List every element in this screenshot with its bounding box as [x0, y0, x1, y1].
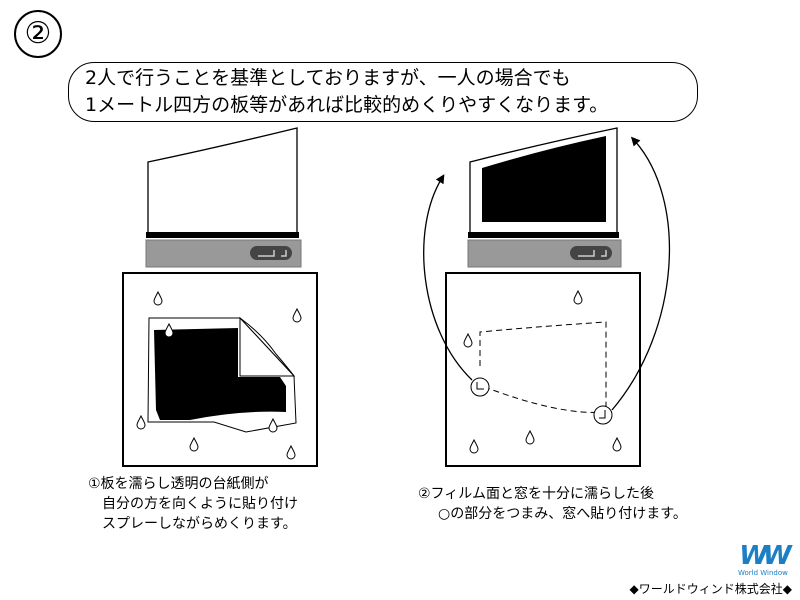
company-footer: ◆ワールドウィンド株式会社◆ — [629, 582, 792, 596]
right-grip-point-left-icon — [470, 377, 490, 397]
arrow-left-to-window — [423, 174, 473, 381]
film-black-area — [154, 328, 286, 420]
caption-left-line-1: ①板を濡らし透明の台紙側が — [88, 476, 269, 492]
right-window-film — [482, 136, 606, 222]
caption-right: ②フィルム面と窓を十分に濡らした後 ○の部分をつまみ、窓へ貼り付けます。 — [418, 484, 687, 524]
banner-line-1: 2人で行うことを基準としておりますが、一人の場合でも — [85, 67, 571, 89]
left-window-unit — [145, 127, 302, 268]
step-number: ② — [14, 10, 62, 58]
left-film-sheet — [147, 316, 297, 433]
film-peeled-corner — [239, 316, 296, 377]
right-window-unit — [467, 127, 622, 268]
banner-line-2: 1メートル四方の板等があれば比較的めくりやすくなります。 — [85, 94, 609, 116]
caption-right-line-2: ○の部分をつまみ、窓へ貼り付けます。 — [438, 506, 687, 522]
right-film-outline-dashed — [479, 321, 607, 413]
instruction-banner: 2人で行うことを基準としておりますが、一人の場合でも 1メートル四方の板等があれ… — [68, 62, 698, 122]
caption-right-line-1: ②フィルム面と窓を十分に濡らした後 — [418, 486, 654, 502]
left-window-handle-icon — [250, 246, 292, 260]
caption-left-line-3: スプレーしながらめくります。 — [102, 516, 297, 532]
arrow-right-to-window — [611, 136, 671, 411]
left-window-glass — [147, 127, 298, 234]
logo-subtitle: World Window — [738, 569, 788, 577]
company-logo: WW World Window — [738, 541, 792, 577]
caption-left: ①板を濡らし透明の台紙側が 自分の方を向くように貼り付け スプレーしながらめくり… — [88, 474, 298, 534]
right-window-frame-bar — [468, 232, 619, 238]
logo-mark: WW — [739, 541, 791, 571]
right-grip-point-right-icon — [593, 405, 613, 425]
left-window-frame-bar — [146, 232, 299, 238]
caption-left-line-2: 自分の方を向くように貼り付け — [102, 496, 298, 512]
right-board — [445, 272, 641, 467]
right-window-handle-icon — [570, 246, 612, 260]
